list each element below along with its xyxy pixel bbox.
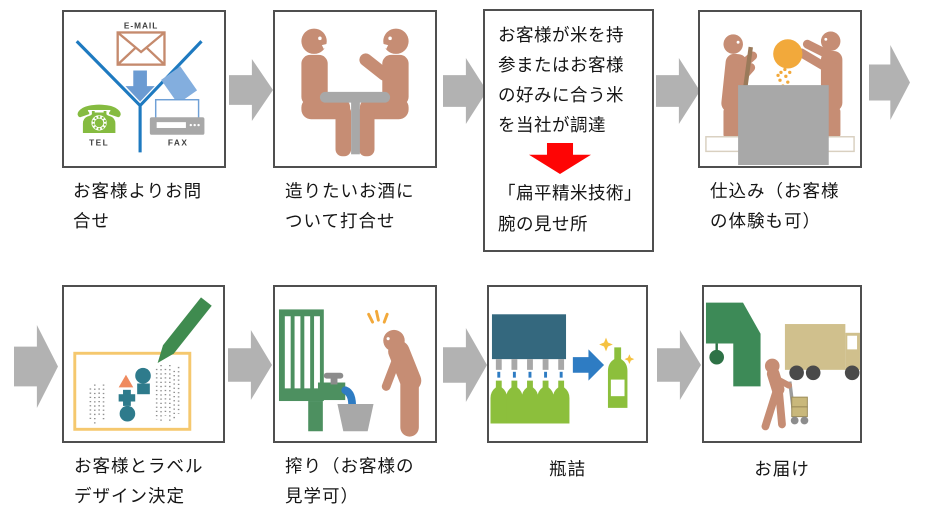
step-label-bottling: 瓶詰 — [549, 459, 586, 479]
mash-preparation-icon — [705, 31, 855, 166]
bucket-icon — [337, 403, 374, 432]
step-label-label-design: お客様とラベルデザイン決定 — [74, 456, 204, 506]
vat-icon — [738, 85, 829, 166]
step-label-meeting: 造りたいお酒について打合せ — [285, 181, 415, 231]
fax-label: FAX — [168, 139, 188, 148]
pencil-icon — [157, 297, 212, 364]
tel-label: TEL — [89, 139, 109, 148]
sparkle-icon — [624, 354, 635, 364]
press-icon — [278, 309, 346, 432]
finished-bottle-icon — [599, 337, 635, 408]
red-emphasis-arrow — [529, 143, 591, 174]
step-label-inquiry: お客様よりお問合せ — [73, 181, 203, 231]
rice-note-box: お客様が米を持 参またはお客様 の好みに合う米 を当社が調達 「扁平精米技術」 … — [483, 9, 654, 252]
phone-icon: ☎ TEL — [75, 99, 124, 148]
email-envelope-icon — [116, 31, 166, 66]
sake-pressing-icon — [278, 309, 422, 437]
note-emphasis-line: 「扁平精米技術」 — [498, 183, 642, 203]
design-shapes-icon — [118, 367, 151, 422]
delivery-person-icon — [761, 358, 792, 431]
surprise-marks-icon — [367, 309, 389, 324]
step-delivery-box — [702, 285, 862, 443]
step-meeting-box — [273, 10, 437, 168]
flow-arrow — [443, 58, 487, 124]
sparkle-icon — [599, 337, 613, 352]
step-pressing-box — [273, 285, 437, 443]
step-label-pressing: 搾り（お客様の見学可） — [285, 456, 415, 506]
note-emphasis-line: 腕の見せ所 — [498, 214, 588, 234]
table-icon — [319, 91, 391, 155]
bottles-icon — [490, 380, 570, 424]
flow-arrow — [229, 59, 273, 121]
rice-bowl-icon — [773, 39, 803, 91]
note-line: の好みに合う米 — [498, 85, 624, 105]
handcart-icon — [788, 381, 809, 425]
down-arrow-icon — [125, 70, 155, 102]
flow-arrow — [656, 58, 700, 124]
step-bottling-box — [487, 285, 648, 443]
note-line: を当社が調達 — [498, 115, 606, 135]
email-label: E-MAIL — [124, 22, 158, 31]
nozzles-icon — [495, 359, 565, 378]
fax-machine-icon: FAX — [149, 66, 205, 148]
bottling-line-icon — [490, 314, 635, 424]
person-left-icon — [301, 28, 352, 157]
step-label-preparation: 仕込み（お客様の体験も可） — [710, 181, 840, 231]
step-preparation-box — [698, 10, 862, 168]
flow-arrow — [14, 325, 58, 408]
meeting-over-table-icon — [301, 28, 409, 157]
brewery-storehouse-icon — [705, 302, 761, 387]
flow-arrow — [657, 330, 701, 400]
person-right-icon — [358, 28, 409, 157]
delivery-icon — [705, 302, 860, 431]
note-line: 参またはお客様 — [498, 55, 624, 75]
inquiry-channels-icon: E-MAIL ☎ TEL FAX — [75, 22, 205, 153]
note-line: お客様が米を持 — [498, 25, 624, 45]
observer-person-icon — [367, 309, 422, 437]
flow-arrow — [443, 328, 487, 402]
step-label-design-box — [62, 285, 225, 443]
filling-machine-icon — [491, 314, 567, 360]
flow-arrow — [228, 330, 272, 400]
label-design-icon — [73, 297, 212, 431]
flow-arrow — [869, 45, 910, 120]
right-arrow-icon — [572, 349, 605, 381]
step-inquiry-box: E-MAIL ☎ TEL FAX — [62, 10, 226, 168]
truck-icon — [784, 324, 860, 381]
step-label-delivery: お届け — [754, 459, 810, 479]
svg-text:☎: ☎ — [75, 99, 124, 142]
